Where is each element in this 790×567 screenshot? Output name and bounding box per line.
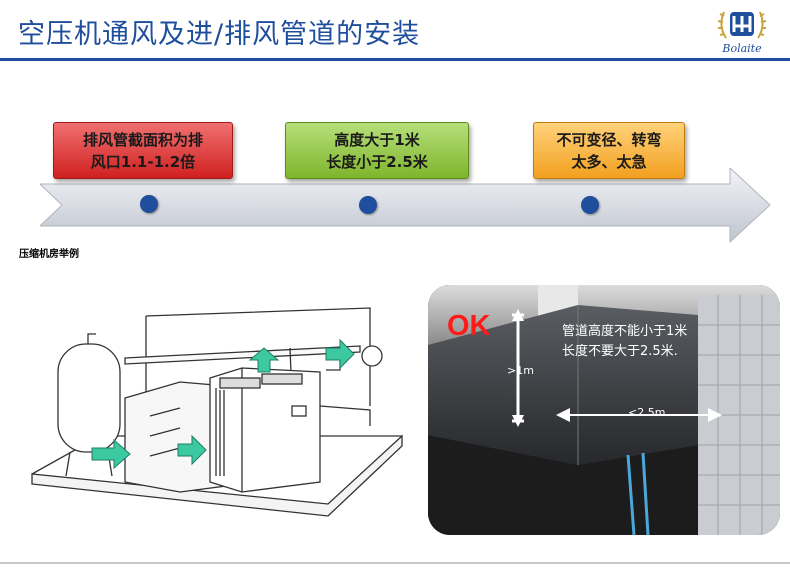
logo-text: Bolaite	[722, 42, 762, 55]
page-title: 空压机通风及进/排风管道的安装	[18, 19, 421, 50]
timeline-dot-3	[581, 196, 599, 214]
timeline-arrow	[40, 168, 771, 243]
caption-line-2: 长度不要大于2.5米.	[562, 344, 678, 359]
timeline-step-1: 排风管截面积为排风口1.1-1.2倍	[53, 122, 233, 179]
height-dimension-label: >1m	[507, 364, 534, 377]
duct-photo-image	[428, 285, 780, 535]
step-3-line-1: 不可变径、转弯	[556, 130, 662, 149]
step-2-line-1: 高度大于1米	[334, 130, 420, 149]
duct-photo	[428, 285, 780, 535]
step-1-line-2: 风口1.1-1.2倍	[90, 152, 196, 171]
example-label: 压缩机房举例	[19, 249, 79, 260]
timeline-dot-1	[140, 195, 158, 213]
ok-label: OK	[447, 310, 491, 342]
timeline-step-2: 高度大于1米长度小于2.5米	[285, 122, 469, 179]
compressor-room-illustration	[31, 307, 403, 517]
logo-emblem-icon	[717, 11, 767, 39]
step-2-line-2: 长度小于2.5米	[326, 152, 428, 171]
length-dimension-label: <2.5m	[628, 406, 666, 419]
timeline-dot-2	[359, 196, 377, 214]
duct-caption: 管道高度不能小于1米 长度不要大于2.5米.	[562, 322, 687, 362]
caption-line-1: 管道高度不能小于1米	[562, 324, 688, 339]
company-logo: Bolaite	[712, 4, 772, 56]
footer-divider	[0, 562, 790, 564]
timeline-step-3: 不可变径、转弯太多、太急	[533, 122, 685, 179]
step-1-line-1: 排风管截面积为排	[82, 130, 203, 149]
title-underline	[0, 58, 790, 61]
step-3-line-2: 太多、太急	[571, 152, 647, 171]
